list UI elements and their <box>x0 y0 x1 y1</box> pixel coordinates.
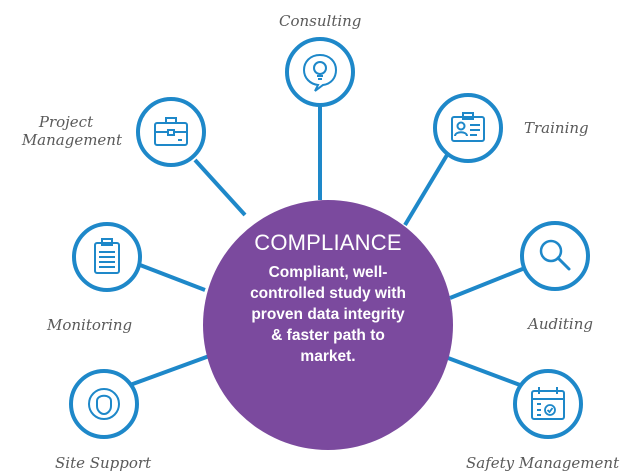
hub-description-line: proven data integrity <box>251 306 405 323</box>
hub-description: Compliant, well- controlled study with p… <box>223 262 433 367</box>
clipboard-icon <box>94 238 120 274</box>
id-badge-icon <box>451 112 485 142</box>
monitoring-node <box>72 222 142 292</box>
connector-auditing <box>449 266 526 300</box>
safety-management-node <box>513 369 583 439</box>
hub-description-line: controlled study with <box>250 285 406 302</box>
person-icon <box>88 388 120 420</box>
project-management-label: Project Management <box>21 113 122 149</box>
connector-monitoring <box>139 263 206 292</box>
project-management-node <box>136 97 206 167</box>
connector-safety-management <box>439 353 521 387</box>
safety-management-label: Safety Management <box>466 454 620 472</box>
auditing-node <box>520 221 590 291</box>
connector-training <box>403 148 452 227</box>
training-node <box>433 93 503 163</box>
lightbulb-speech-icon <box>302 53 338 92</box>
connector-site-support <box>129 353 213 387</box>
monitoring-label: Monitoring <box>47 316 133 334</box>
consulting-node <box>285 37 355 107</box>
auditing-label: Auditing <box>528 315 593 333</box>
hub-title: COMPLIANCE <box>254 230 402 255</box>
site-support-node <box>69 369 139 439</box>
training-label: Training <box>524 119 589 137</box>
site-support-label: Site Support <box>55 454 152 472</box>
briefcase-icon <box>154 117 188 146</box>
calendar-check-icon <box>531 387 565 420</box>
connector-project-management <box>193 158 247 217</box>
hub-description-line: Compliant, well- <box>268 264 388 281</box>
consulting-label: Consulting <box>279 12 362 30</box>
magnifier-icon <box>539 239 571 271</box>
compliance-hub: COMPLIANCE Compliant, well- controlled s… <box>203 200 453 450</box>
hub-description-line: & faster path to <box>271 327 385 344</box>
hub-description-line: market. <box>300 348 356 365</box>
